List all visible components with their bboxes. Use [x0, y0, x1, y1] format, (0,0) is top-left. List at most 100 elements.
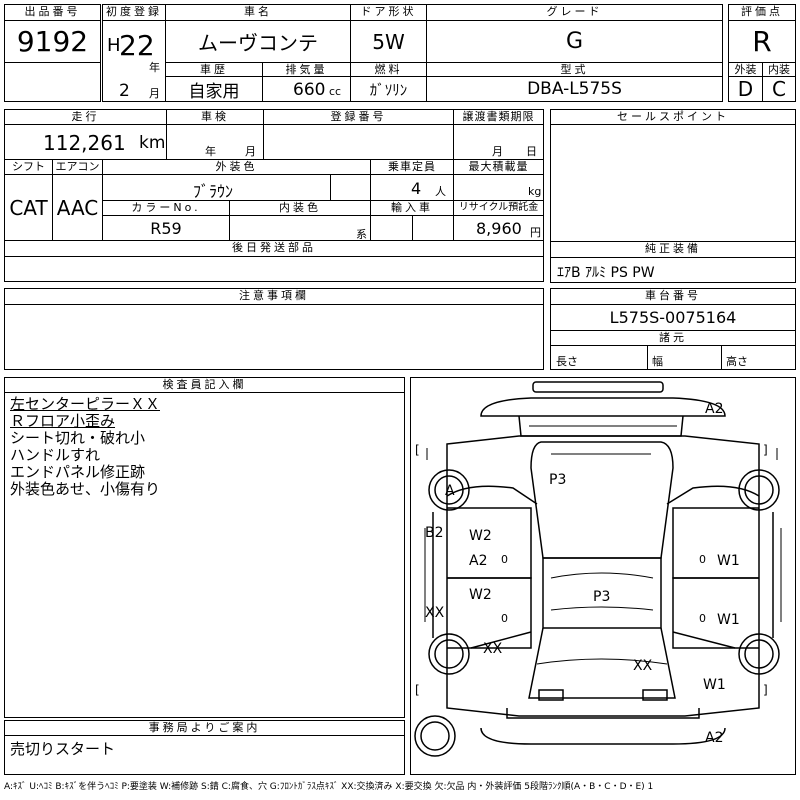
legend: A:ｷｽﾞ U:ﾍｺﾐ B:ｷｽﾞを伴うﾍｺﾐ P:要塗装 W:補修跡 S:錆 …	[4, 782, 654, 792]
inspector-note: 左センターピラーＸＸ	[10, 396, 161, 413]
exterior-color-box: ﾌﾞﾗｳﾝ	[102, 174, 331, 201]
damage-zero-rear-right: 0	[699, 612, 706, 625]
score: R	[728, 20, 796, 63]
lot-number-box: 9192	[4, 20, 101, 63]
damage-zero-front-right: 0	[699, 553, 706, 566]
inspection-year-unit: 年	[205, 145, 216, 158]
fuel-label: 燃料	[350, 62, 427, 77]
aircon-label: エアコン	[52, 159, 103, 175]
interior-color-box: 系	[229, 215, 371, 241]
svg-text:[: [	[415, 683, 420, 697]
inspection-box: 年 月	[166, 124, 264, 160]
first-registration-label: 初度登録	[102, 4, 166, 21]
displacement-label: 排気量	[262, 62, 351, 77]
equipment-label: 純正装備	[550, 241, 796, 258]
interior-color-unit: 系	[356, 228, 367, 241]
equipment: ｴｱB ｱﾙﾐ PS PW	[557, 265, 655, 281]
displacement: 660	[293, 80, 326, 100]
office-box: 売切りスタート	[4, 735, 405, 775]
lot-blank	[4, 62, 101, 102]
model-code-label: 型式	[426, 62, 723, 77]
history-label: 車歴	[165, 62, 263, 77]
equipment-box: ｴｱB ｱﾙﾐ PS PW	[550, 257, 796, 283]
capacity-label: 乗車定員	[370, 159, 454, 175]
damage-w1-rear-right: W1	[717, 612, 740, 628]
sales-points-box	[550, 124, 796, 242]
color-no: R59	[102, 215, 230, 241]
damage-w1-rear-right-corner: W1	[703, 677, 726, 693]
grade: G	[426, 20, 723, 63]
model-code: DBA-L575S	[426, 76, 723, 102]
displacement-unit: cc	[329, 85, 342, 98]
max-load-label: 最大積載量	[453, 159, 544, 175]
door-type: 5W	[350, 20, 427, 63]
mileage-box: 112,261 km	[4, 124, 167, 160]
max-load-box: kg	[453, 174, 544, 201]
svg-text:]: ]	[763, 443, 768, 457]
transfer-day-unit: 日	[526, 145, 537, 158]
damage-a-left-wheel: A	[445, 483, 455, 499]
car-diagram-svg: [[ ]]	[414, 381, 782, 757]
lot-number: 9192	[16, 25, 89, 58]
length-box: 長さ	[550, 345, 648, 370]
recycle-unit: 円	[530, 226, 541, 239]
inspector-note: 外装色あせ、小傷有り	[10, 480, 161, 498]
inspector-label: 検査員記入欄	[4, 377, 405, 393]
width-box: 幅	[647, 345, 722, 370]
notes-box	[4, 304, 544, 370]
chassis-label: 車台番号	[550, 288, 796, 305]
damage-xx-rear-left: XX	[483, 641, 503, 657]
capacity-box: 4 人	[370, 174, 454, 201]
first-registration-box: H 22 年 2 月	[102, 20, 166, 102]
import-box-1	[370, 215, 413, 241]
aircon: AAC	[52, 174, 103, 241]
office-note: 売切りスタート	[10, 740, 116, 758]
inspector-notes: 左センターピラーＸＸ Ｒフロア小歪み シート切れ・破れ小 ハンドルすれ エンドパ…	[10, 396, 160, 498]
interior-label: 内装	[762, 62, 796, 77]
exterior-color: ﾌﾞﾗｳﾝ	[193, 182, 234, 201]
inspector-note: エンドパネル修正跡	[10, 463, 146, 481]
transfer-month-unit: 月	[492, 145, 503, 158]
recycle-label: リサイクル預託金	[453, 200, 544, 216]
exterior-color-label: 外装色	[102, 159, 371, 175]
lot-number-label: 出品番号	[4, 4, 101, 21]
damage-a2-rear: A2	[705, 730, 724, 746]
import-box-2	[412, 215, 454, 241]
dimensions-label: 諸元	[550, 330, 796, 346]
damage-a2-front: A2	[705, 401, 724, 417]
exterior-color-extra	[330, 174, 371, 201]
capacity: 4	[411, 179, 422, 198]
height-box: 高さ	[721, 345, 796, 370]
shift-label: シフト	[4, 159, 53, 175]
inspection-label: 車検	[166, 109, 264, 125]
svg-text:[: [	[415, 443, 420, 457]
recycle-box: 8,960 円	[453, 215, 544, 241]
car-name: ムーヴコンテ	[165, 20, 351, 63]
score-label: 評価点	[728, 4, 796, 21]
damage-xx-rear: XX	[633, 658, 653, 674]
car-name-label: 車名	[165, 4, 351, 21]
height-label: 高さ	[726, 355, 748, 368]
mileage-unit: km	[139, 133, 166, 153]
max-load-unit: kg	[528, 185, 542, 198]
month-unit: 月	[149, 87, 160, 100]
door-label: ドア形状	[350, 4, 427, 21]
damage-zero-rear-left: 0	[501, 612, 508, 625]
era: H	[107, 35, 121, 56]
interior-color-label: 内装色	[229, 200, 371, 216]
width-label: 幅	[652, 355, 663, 368]
exterior-label: 外装	[728, 62, 763, 77]
damage-xx-left: XX	[425, 605, 445, 621]
inspector-note: ハンドルすれ	[10, 446, 101, 464]
office-label: 事務局よりご案内	[4, 720, 405, 736]
registration-number-box	[263, 124, 454, 160]
exterior-grade: D	[728, 76, 763, 102]
capacity-unit: 人	[435, 185, 446, 198]
damage-w2-front-left: W2	[469, 528, 492, 544]
registration-number-label: 登録番号	[263, 109, 454, 125]
inspector-box: 左センターピラーＸＸ Ｒフロア小歪み シート切れ・破れ小 ハンドルすれ エンドパ…	[4, 392, 405, 718]
reg-month: 2	[119, 81, 130, 101]
color-no-label: カラーNo.	[102, 200, 230, 216]
mileage-label: 走行	[4, 109, 167, 125]
damage-zero-front-left: 0	[501, 553, 508, 566]
